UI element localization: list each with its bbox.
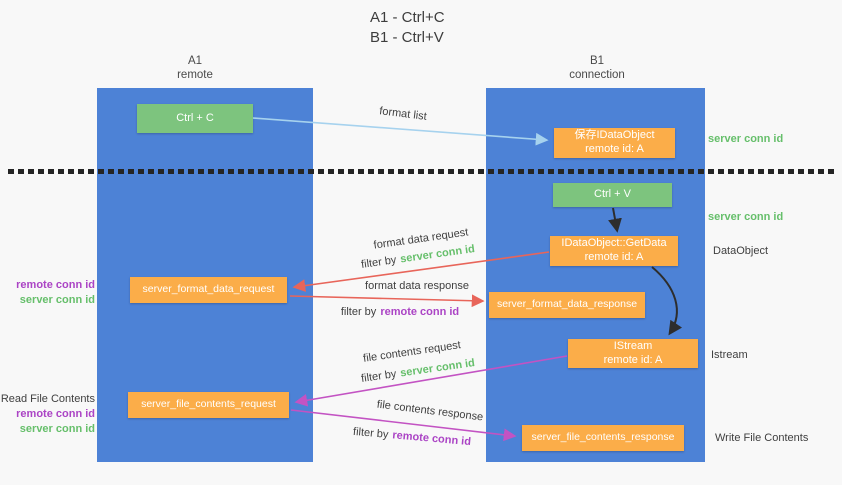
title-line-2: B1 - Ctrl+V (370, 28, 444, 46)
remote-conn-id-label: remote conn id (16, 279, 95, 291)
node-getdata-line2: remote id: A (584, 251, 644, 263)
node-ctrl-v: Ctrl + V (553, 183, 672, 207)
filter-by-text: filter by (360, 254, 398, 271)
node-save-idataobject: 保存IDataObject remote id: A (554, 128, 675, 158)
read-file-contents-label: Read File Contents (0, 393, 95, 405)
lane-a1-role: remote (177, 69, 213, 82)
node-ctrl-c: Ctrl + C (137, 104, 253, 133)
node-getdata-line1: IDataObject::GetData (561, 237, 667, 250)
write-file-contents-label: Write File Contents (715, 432, 809, 444)
filter-by-text: filter by (340, 306, 377, 318)
format-data-response-arrow (289, 294, 485, 308)
left-conn-id-group-file: Read File Contents remote conn id server… (0, 392, 95, 437)
lane-b1-role: connection (569, 69, 625, 82)
node-server-file-contents-response: server_file_contents_response (522, 425, 684, 451)
node-server-file-contents-request: server_file_contents_request (128, 392, 289, 418)
remote-conn-id-label: remote conn id (16, 407, 95, 420)
diagram-title: A1 - Ctrl+C B1 - Ctrl+V (370, 8, 445, 48)
server-conn-id-label-mid: server conn id (708, 211, 784, 223)
node-ctrl-v-label: Ctrl + V (594, 188, 631, 201)
lane-a1-id: A1 (187, 55, 203, 67)
filter-by-text: filter by (352, 425, 389, 441)
lane-header-a1: A1 remote (134, 54, 256, 83)
node-istream-line1: IStream (613, 339, 653, 352)
server-conn-id-label-top: server conn id (708, 133, 784, 145)
file-contents-response-label: file contents response (376, 398, 484, 424)
format-data-response-label: format data response (365, 280, 469, 292)
node-server-file-contents-response-label: server_file_contents_response (531, 431, 675, 444)
node-ctrl-c-label: Ctrl + C (176, 111, 214, 124)
remote-conn-id-text: remote conn id (391, 429, 472, 449)
node-istream-line2: remote id: A (603, 353, 663, 366)
lane-header-b1: B1 connection (536, 54, 658, 83)
title-line-1: A1 - Ctrl+C (370, 9, 445, 26)
node-server-format-data-response: server_format_data_response (489, 292, 645, 318)
copy-paste-divider-line (8, 169, 834, 174)
node-server-file-contents-request-label: server_file_contents_request (141, 398, 276, 411)
istream-label: Istream (711, 349, 748, 361)
remote-conn-id-text: remote conn id (380, 306, 460, 318)
node-idataobject-getdata: IDataObject::GetData remote id: A (550, 236, 678, 266)
lane-b1-id: B1 (589, 55, 605, 67)
server-conn-id-label: server conn id (19, 422, 95, 435)
node-istream: IStream remote id: A (568, 339, 698, 368)
server-conn-id-text: server conn id (399, 357, 476, 380)
filter-by-text: filter by (360, 368, 398, 385)
dataobject-label: DataObject (713, 245, 769, 257)
node-server-format-data-request: server_format_data_request (130, 277, 287, 303)
node-save-idataobject-line1: 保存IDataObject (574, 129, 655, 142)
server-conn-id-label: server conn id (19, 293, 95, 306)
left-conn-id-group-format: remote conn id server conn id (0, 278, 95, 308)
node-server-format-data-response-label: server_format_data_response (496, 298, 638, 311)
node-save-idataobject-line2: remote id: A (585, 143, 644, 155)
node-server-format-data-request-label: server_format_data_request (142, 283, 275, 296)
format-list-label: format list (378, 105, 428, 123)
